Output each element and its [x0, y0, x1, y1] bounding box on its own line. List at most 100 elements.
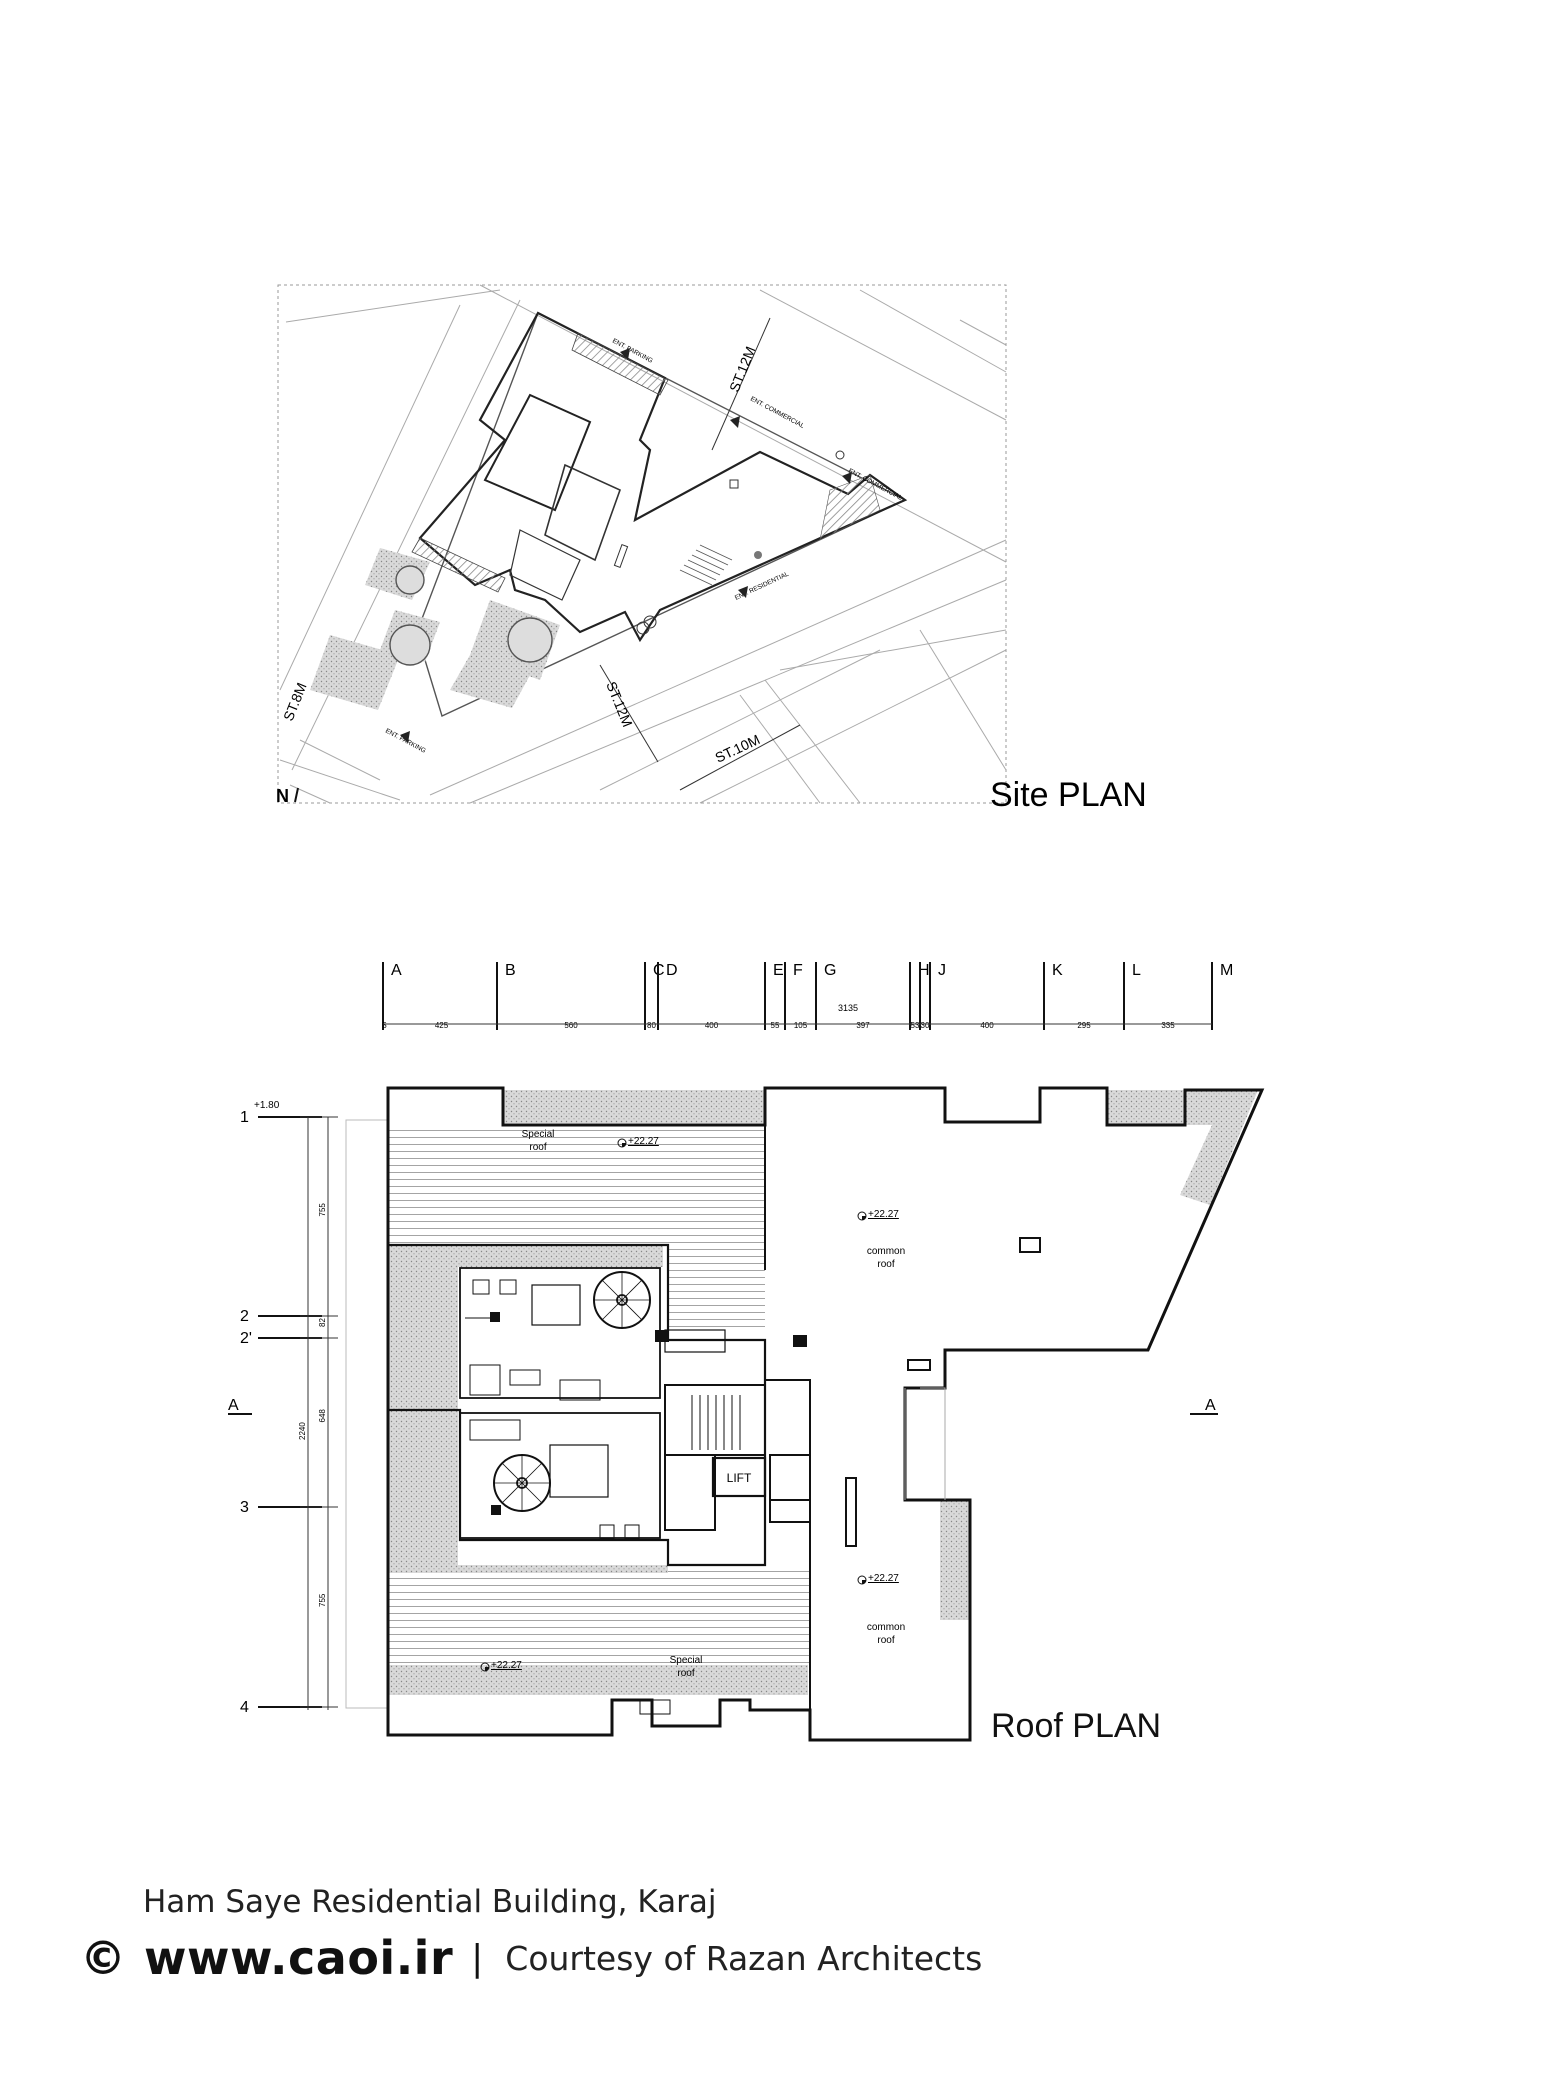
website-link[interactable]: www.caoi.ir	[144, 1931, 454, 1985]
site-boundary	[411, 312, 907, 717]
court-3	[509, 529, 581, 601]
level-markers: +22.27 +22.27 +22.27 +22.27	[480, 1136, 899, 1672]
grid-column-label: L	[1132, 962, 1141, 979]
level-datum: +1.80	[254, 1100, 280, 1111]
grid-row-label: 4	[240, 1699, 249, 1716]
street-label-st10m: ST.10M	[713, 731, 763, 766]
landscape-3	[310, 635, 400, 710]
side-strip	[411, 537, 506, 593]
row-dimension-total: 2240	[298, 1422, 307, 1440]
copyright-symbol: ©	[80, 1931, 126, 1985]
edge-line	[920, 1387, 946, 1500]
special-roof-top-area	[388, 1125, 765, 1243]
level-marker: +22.27	[857, 1209, 899, 1221]
parapet-hatch	[388, 1665, 808, 1695]
project-caption: Ham Saye Residential Building, Karaj	[143, 1884, 717, 1920]
row-dimension-label: 755	[318, 1203, 327, 1217]
row-dimension-label: 82	[318, 1318, 327, 1327]
site-mark	[835, 450, 845, 460]
column	[490, 1312, 500, 1322]
svg-text:+22.27: +22.27	[868, 1573, 899, 1584]
dimension-segment-label: 400	[980, 1021, 994, 1030]
street-dim-line	[679, 724, 801, 791]
bed-icon	[549, 1444, 609, 1498]
section-marker-left: A	[228, 1397, 239, 1414]
grid-column-label: J	[938, 962, 946, 979]
skylight	[845, 1477, 857, 1547]
grid-column-label: G	[824, 962, 836, 979]
street-dim-line	[711, 317, 771, 451]
grid-row-label: 2	[240, 1308, 249, 1325]
skylight	[907, 1359, 931, 1371]
entry-ramp	[819, 474, 881, 541]
grid-rows: 122'34	[240, 1109, 338, 1716]
grid-column-label: E	[773, 962, 784, 979]
parapet-hatch	[388, 1245, 458, 1565]
svg-text:+22.27: +22.27	[491, 1660, 522, 1671]
dimension-segment-label: 335	[1161, 1021, 1175, 1030]
dimension-segment-label: 400	[705, 1021, 719, 1030]
landscape-5	[450, 655, 530, 708]
street-label-st12m-top: ST.12M	[726, 344, 759, 394]
grid-columns: ABCDEFGHIJKLM	[382, 962, 1233, 1030]
dimension-segment-label: 425	[435, 1021, 449, 1030]
site-plan: ST.12M ST.12M ST.10M ST.8M ENT. PARKING …	[276, 284, 1007, 806]
row-dimension-label: 755	[318, 1593, 327, 1607]
section-marker-right: A	[1205, 1397, 1216, 1414]
court-1	[483, 393, 592, 512]
parapet-hatch	[503, 1090, 765, 1123]
special-roof-bottom-area	[388, 1565, 810, 1665]
grid-column-label: M	[1220, 962, 1233, 979]
level-marker: +22.27	[480, 1660, 522, 1672]
site-plan-frame	[277, 284, 1007, 804]
site-plan-title: Site PLAN	[990, 776, 1147, 814]
parking-strip	[571, 332, 669, 396]
dimension-segment-label: 397	[856, 1021, 870, 1030]
skylight	[1019, 1237, 1041, 1253]
parapet-hatch	[388, 1565, 668, 1573]
stair-core	[664, 1384, 811, 1531]
parapet-hatch	[1107, 1090, 1185, 1126]
entrance-label-parking-bottom: ENT. PARKING	[384, 728, 427, 755]
dimension-segment-label: 30	[921, 1021, 930, 1030]
parapet-line	[639, 1699, 671, 1715]
parapet-hatch	[940, 1500, 970, 1620]
street-label-st8m: ST.8M	[280, 680, 310, 723]
site-mark	[729, 479, 739, 489]
level-marker: +22.27	[857, 1573, 899, 1585]
svg-text:+22.27: +22.27	[628, 1136, 659, 1147]
svg-text:+22.27: +22.27	[868, 1209, 899, 1220]
north-arrow-icon	[294, 787, 299, 803]
column	[793, 1335, 807, 1347]
site-mark	[643, 615, 657, 629]
column	[491, 1505, 501, 1515]
street-dim-line	[599, 664, 659, 763]
dimension-segment-label: 560	[564, 1021, 578, 1030]
grid-column-label: F	[793, 962, 803, 979]
grid-row-label: 2'	[240, 1330, 252, 1347]
wall-line	[765, 1379, 811, 1565]
lift-label: LIFT	[727, 1471, 752, 1485]
site-mark	[613, 543, 629, 569]
parapet-hatch	[1180, 1090, 1258, 1205]
grid-column-label: K	[1052, 962, 1063, 979]
bed-icon	[531, 1284, 581, 1326]
dimension-segment-label: 5	[382, 1021, 387, 1030]
dimension-total: 3135	[838, 1003, 858, 1013]
grid-column-label: B	[505, 962, 516, 979]
dimension-segment-label: 105	[794, 1021, 808, 1030]
level-marker: +22.27	[617, 1136, 659, 1148]
separator: |	[471, 1937, 484, 1979]
special-roof-top-area	[668, 1243, 765, 1333]
credit-line: © www.caoi.ir | Courtesy of Razan Archit…	[80, 1931, 982, 1985]
grid-column-label: A	[391, 962, 402, 979]
dimension-segment-label: 55	[771, 1021, 780, 1030]
north-arrow-label: N	[276, 786, 289, 806]
grid-row-label: 1	[240, 1109, 249, 1126]
